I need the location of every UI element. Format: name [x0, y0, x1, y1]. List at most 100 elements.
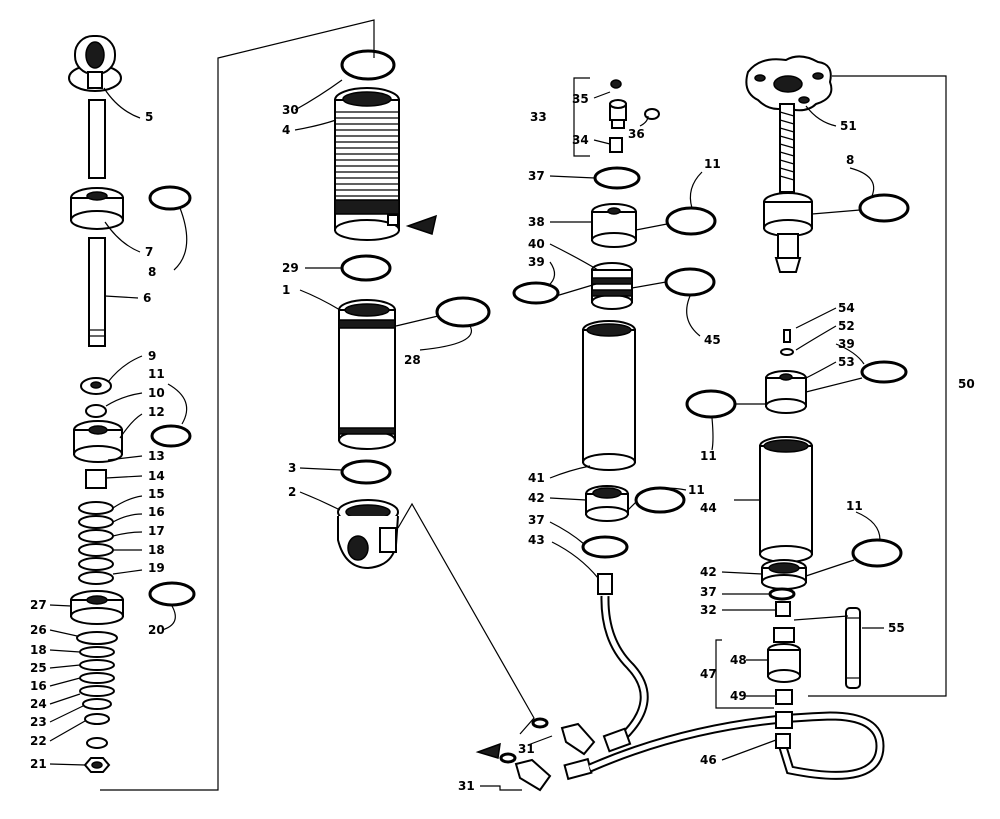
o-ring-37-top — [593, 166, 641, 190]
callout-12: 12 — [148, 405, 165, 419]
cylinder-part-1 — [338, 299, 396, 450]
hose-part-55 — [845, 607, 861, 689]
adjuster-knob-part-51 — [745, 55, 833, 112]
hose-line-2-to-31 — [397, 502, 535, 735]
callout-11-right-upper: 11 — [700, 449, 717, 463]
callout-11-left: 11 — [148, 367, 165, 381]
fittings-31 — [475, 717, 632, 792]
callout-21: 21 — [30, 757, 47, 771]
ring-20 — [148, 581, 196, 607]
callout-10: 10 — [148, 386, 165, 400]
callout-5: 5 — [145, 110, 153, 124]
o-ring-30 — [340, 49, 396, 81]
shaft-part-6 — [88, 237, 106, 347]
callout-1: 1 — [282, 283, 290, 297]
callout-23: 23 — [30, 715, 47, 729]
callout-17: 17 — [148, 524, 165, 538]
reservoir-cap — [763, 192, 813, 273]
callout-22: 22 — [30, 734, 47, 748]
reservoir-stack — [512, 77, 717, 747]
callout-36: 36 — [628, 127, 645, 141]
callout-14: 14 — [148, 469, 165, 483]
end-cap-part-42-mid — [585, 485, 629, 522]
callout-37-top: 37 — [528, 169, 545, 183]
callout-35: 35 — [572, 92, 589, 106]
callout-15: 15 — [148, 487, 165, 501]
o-ring-37-right — [768, 587, 796, 601]
reservoir-cylinder-part-41 — [582, 320, 636, 471]
callout-24: 24 — [30, 697, 47, 711]
fitting-part-32 — [775, 601, 791, 617]
callout-51: 51 — [840, 119, 857, 133]
callout-38: 38 — [528, 215, 545, 229]
eye-mount-part — [68, 35, 122, 92]
o-ring-29 — [340, 254, 392, 282]
callout-8-left: 8 — [148, 265, 156, 279]
callout-33: 33 — [530, 110, 547, 124]
callout-32: 32 — [700, 603, 717, 617]
callout-37-right: 37 — [700, 585, 717, 599]
cap-part-7 — [70, 187, 124, 230]
callout-39-right: 39 — [838, 337, 855, 351]
fitting-part-43 — [597, 573, 613, 595]
callout-42-mid: 42 — [528, 491, 545, 505]
callout-54: 54 — [838, 301, 855, 315]
callout-7: 7 — [145, 245, 153, 259]
o-ring-8-left — [148, 185, 192, 211]
callout-50: 50 — [958, 377, 975, 391]
callout-26: 26 — [30, 623, 47, 637]
callout-46: 46 — [700, 753, 717, 767]
callout-39-left: 39 — [528, 255, 545, 269]
piston-part-27 — [70, 590, 124, 625]
callout-18-upper: 18 — [148, 543, 165, 557]
nut-part-21 — [83, 757, 111, 773]
callout-31-upper: 31 — [518, 742, 535, 756]
o-ring-45 — [664, 267, 716, 297]
o-ring-3 — [340, 459, 392, 485]
assembly-line-left — [100, 19, 375, 791]
callout-31-lower: 31 — [458, 779, 475, 793]
o-ring-8-right — [858, 193, 910, 223]
o-ring-37-mid — [581, 535, 629, 559]
callout-6: 6 — [143, 291, 151, 305]
shim-stack-lower — [76, 631, 118, 749]
elbow-fitting-31-lower — [514, 758, 552, 792]
callout-28: 28 — [404, 353, 421, 367]
valve-assembly-33 — [609, 79, 660, 153]
center-left-callouts: 30 4 29 1 28 3 2 — [282, 79, 472, 511]
split-ring-39-left — [512, 281, 560, 305]
assembly-bracket-50 — [808, 75, 947, 697]
callout-53: 53 — [838, 355, 855, 369]
rod-part-5 — [88, 99, 106, 179]
callout-11-mid: 11 — [688, 483, 705, 497]
callout-52: 52 — [838, 319, 855, 333]
split-ring-39-right — [860, 360, 908, 384]
callout-9: 9 — [148, 349, 156, 363]
callout-19: 19 — [148, 561, 165, 575]
piston-part-53 — [765, 370, 807, 414]
washer-part-52 — [780, 348, 794, 356]
elbow-fitting-31-upper — [560, 722, 596, 756]
callout-11-right-lower: 11 — [846, 499, 863, 513]
callout-37-mid: 37 — [528, 513, 545, 527]
callout-41: 41 — [528, 471, 545, 485]
callout-8-right: 8 — [846, 153, 854, 167]
pin-part-54 — [783, 329, 791, 343]
callout-34: 34 — [572, 133, 589, 147]
callout-18-lower: 18 — [30, 643, 47, 657]
end-cap-part-42-right — [761, 559, 807, 590]
callout-49: 49 — [730, 689, 747, 703]
shim-stack-upper — [78, 501, 114, 585]
callout-4: 4 — [282, 123, 290, 137]
end-cap-part-2 — [337, 499, 399, 570]
callout-48: 48 — [730, 653, 747, 667]
callout-47: 47 — [700, 667, 717, 681]
callout-11-mid-top: 11 — [704, 157, 721, 171]
callout-27: 27 — [30, 598, 47, 612]
washer-part-10 — [85, 404, 107, 418]
callout-45: 45 — [704, 333, 721, 347]
callout-30: 30 — [282, 103, 299, 117]
o-ring-28 — [435, 296, 491, 328]
right-part-stack — [685, 55, 910, 749]
